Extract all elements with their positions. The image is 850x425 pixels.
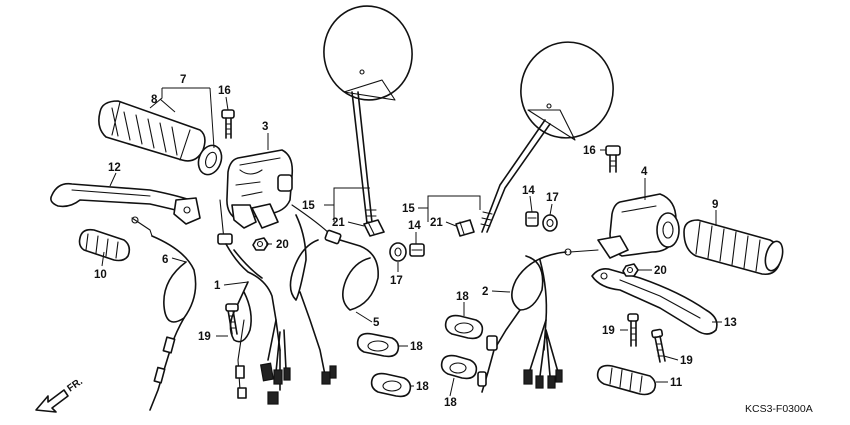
right-mirror	[480, 41, 614, 233]
clamp-18-d	[440, 354, 478, 380]
callout-20-left: 20	[276, 239, 289, 251]
callout-15-left: 15	[302, 200, 315, 212]
front-label: FR.	[65, 376, 85, 394]
clamp-18-a	[356, 332, 400, 358]
callout-13: 13	[724, 317, 737, 329]
callout-6: 6	[162, 254, 168, 266]
cable-5	[289, 204, 379, 385]
callout-11: 11	[670, 377, 683, 389]
washer-17-center	[389, 242, 407, 262]
right-grip	[683, 219, 784, 276]
callout-2: 2	[482, 286, 488, 298]
callout-14-right: 14	[522, 185, 535, 197]
callout-18-b: 18	[416, 381, 429, 393]
right-lever	[591, 268, 718, 335]
bolt-19-right-b	[651, 328, 666, 363]
callout-16-left: 16	[218, 85, 231, 97]
right-switch-housing	[597, 193, 680, 259]
nut-21-left	[363, 219, 385, 237]
callout-3: 3	[262, 121, 268, 133]
nut-21-right	[455, 219, 475, 237]
cable-2	[477, 248, 599, 393]
callout-19-left: 19	[198, 331, 211, 343]
bolt-16-left	[221, 109, 235, 139]
callout-4: 4	[641, 166, 648, 178]
callout-9: 9	[712, 199, 718, 211]
left-switch-housing	[226, 149, 294, 229]
callout-21-left: 21	[332, 217, 345, 229]
callout-10: 10	[94, 269, 107, 281]
callout-19-right-a: 19	[602, 325, 615, 337]
left-grip	[98, 100, 223, 176]
front-arrow-icon: FR.	[35, 376, 85, 413]
cable-6	[131, 216, 197, 411]
clamp-18-c	[444, 314, 484, 340]
bolt-16-right	[605, 145, 621, 173]
bolt-19-right-a	[627, 313, 639, 347]
nut-20-right	[622, 263, 639, 277]
callout-labels: 7 8 16 3 12 15 21 20 6 10 1 19 5 18 18 1…	[94, 74, 737, 409]
right-cover-11	[596, 364, 657, 396]
left-mirror	[323, 5, 413, 233]
callout-14-center: 14	[408, 220, 421, 232]
callout-18-c: 18	[456, 291, 469, 303]
callout-8: 8	[151, 94, 158, 106]
callout-19-right-b: 19	[680, 355, 693, 367]
leader-lines	[101, 87, 722, 397]
left-cover-10	[78, 228, 131, 262]
nut-20-left	[252, 237, 269, 251]
left-lever	[50, 182, 201, 225]
callout-7: 7	[180, 74, 186, 86]
washer-17-right	[542, 214, 558, 232]
bolt-14-center	[409, 243, 425, 257]
callout-21-right: 21	[430, 217, 443, 229]
callout-18-d: 18	[444, 397, 457, 409]
clamp-18-b	[370, 372, 412, 398]
harness-1	[217, 199, 291, 405]
callout-12: 12	[108, 162, 121, 174]
callout-17-right: 17	[546, 192, 559, 204]
bolt-19-left	[225, 303, 239, 335]
callout-15-right: 15	[402, 203, 415, 215]
callout-16-right: 16	[583, 145, 596, 157]
bolt-14-right	[525, 211, 539, 227]
diagram-code: KCS3-F0300A	[745, 403, 813, 415]
callout-17-center: 17	[390, 275, 403, 287]
callout-1: 1	[214, 280, 221, 292]
callout-18-a: 18	[410, 341, 423, 353]
callout-5: 5	[373, 317, 380, 329]
callout-20-right: 20	[654, 265, 667, 277]
